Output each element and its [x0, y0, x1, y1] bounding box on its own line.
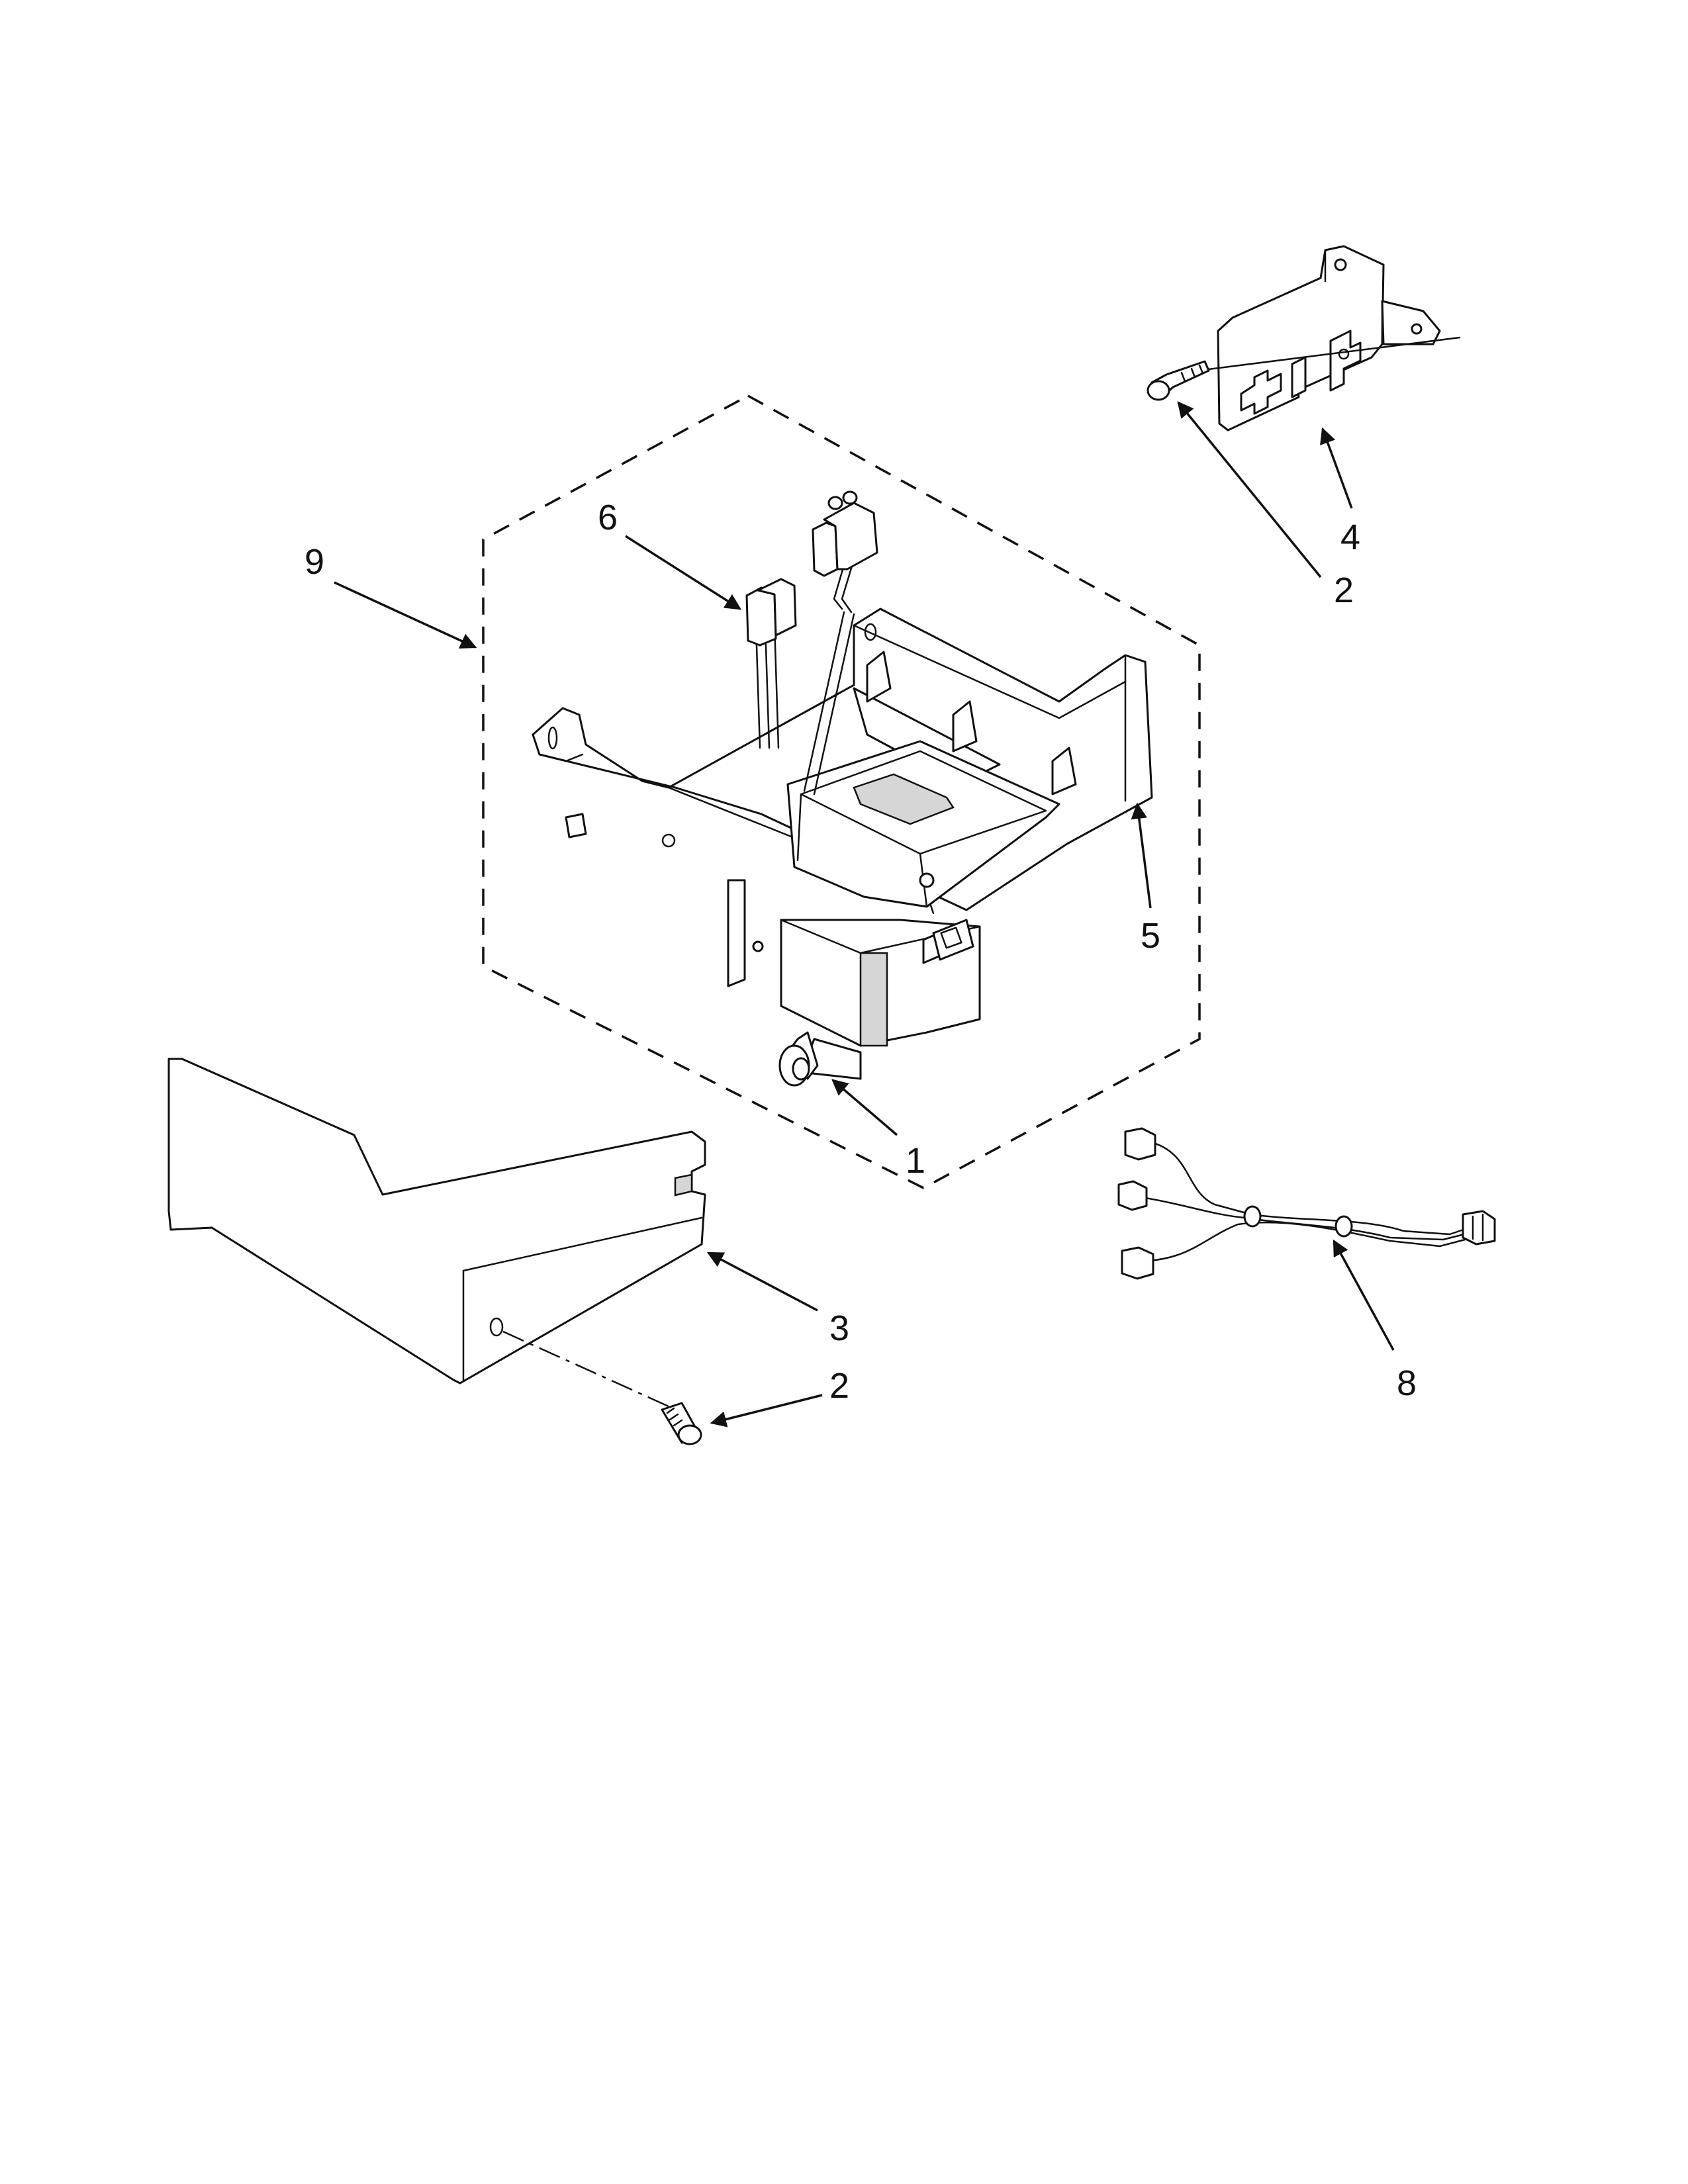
part-2-screw-top	[1147, 360, 1210, 401]
callout-2-bottom: 2	[829, 1366, 849, 1406]
leader-arrow-1	[831, 1079, 898, 1136]
part-8-wire-harness	[1117, 1127, 1496, 1280]
part-3-cover-panel	[167, 1058, 706, 1385]
leader-arrow-4	[1320, 427, 1353, 509]
leader-arrow-5	[1131, 802, 1152, 909]
part-6-connector-leads	[745, 490, 878, 796]
part-4-mounting-bracket	[1217, 245, 1441, 432]
callout-2-top: 2	[1334, 570, 1354, 610]
cover-screw-centerline	[502, 1330, 669, 1408]
part-1-pump-unit	[727, 879, 981, 1087]
callout-1: 1	[906, 1141, 925, 1181]
callout-3: 3	[829, 1308, 849, 1348]
leader-arrow-2-bottom	[710, 1394, 823, 1428]
callout-9: 9	[305, 542, 324, 582]
callout-4: 4	[1340, 518, 1360, 557]
leader-arrow-3	[706, 1251, 818, 1312]
leader-arrow-6	[625, 535, 742, 610]
assembly-boundary-dashed	[482, 394, 1201, 1189]
callout-5: 5	[1141, 916, 1160, 956]
callout-6: 6	[598, 498, 618, 537]
leader-arrow-9	[334, 581, 477, 649]
leader-arrow-2-top	[1177, 401, 1322, 578]
bracket-centerline	[1170, 336, 1461, 375]
part-2-screw-bottom	[661, 1402, 702, 1445]
reservoir-basin	[786, 740, 1060, 908]
leader-arrow-8	[1333, 1239, 1395, 1351]
callout-8: 8	[1397, 1363, 1417, 1403]
